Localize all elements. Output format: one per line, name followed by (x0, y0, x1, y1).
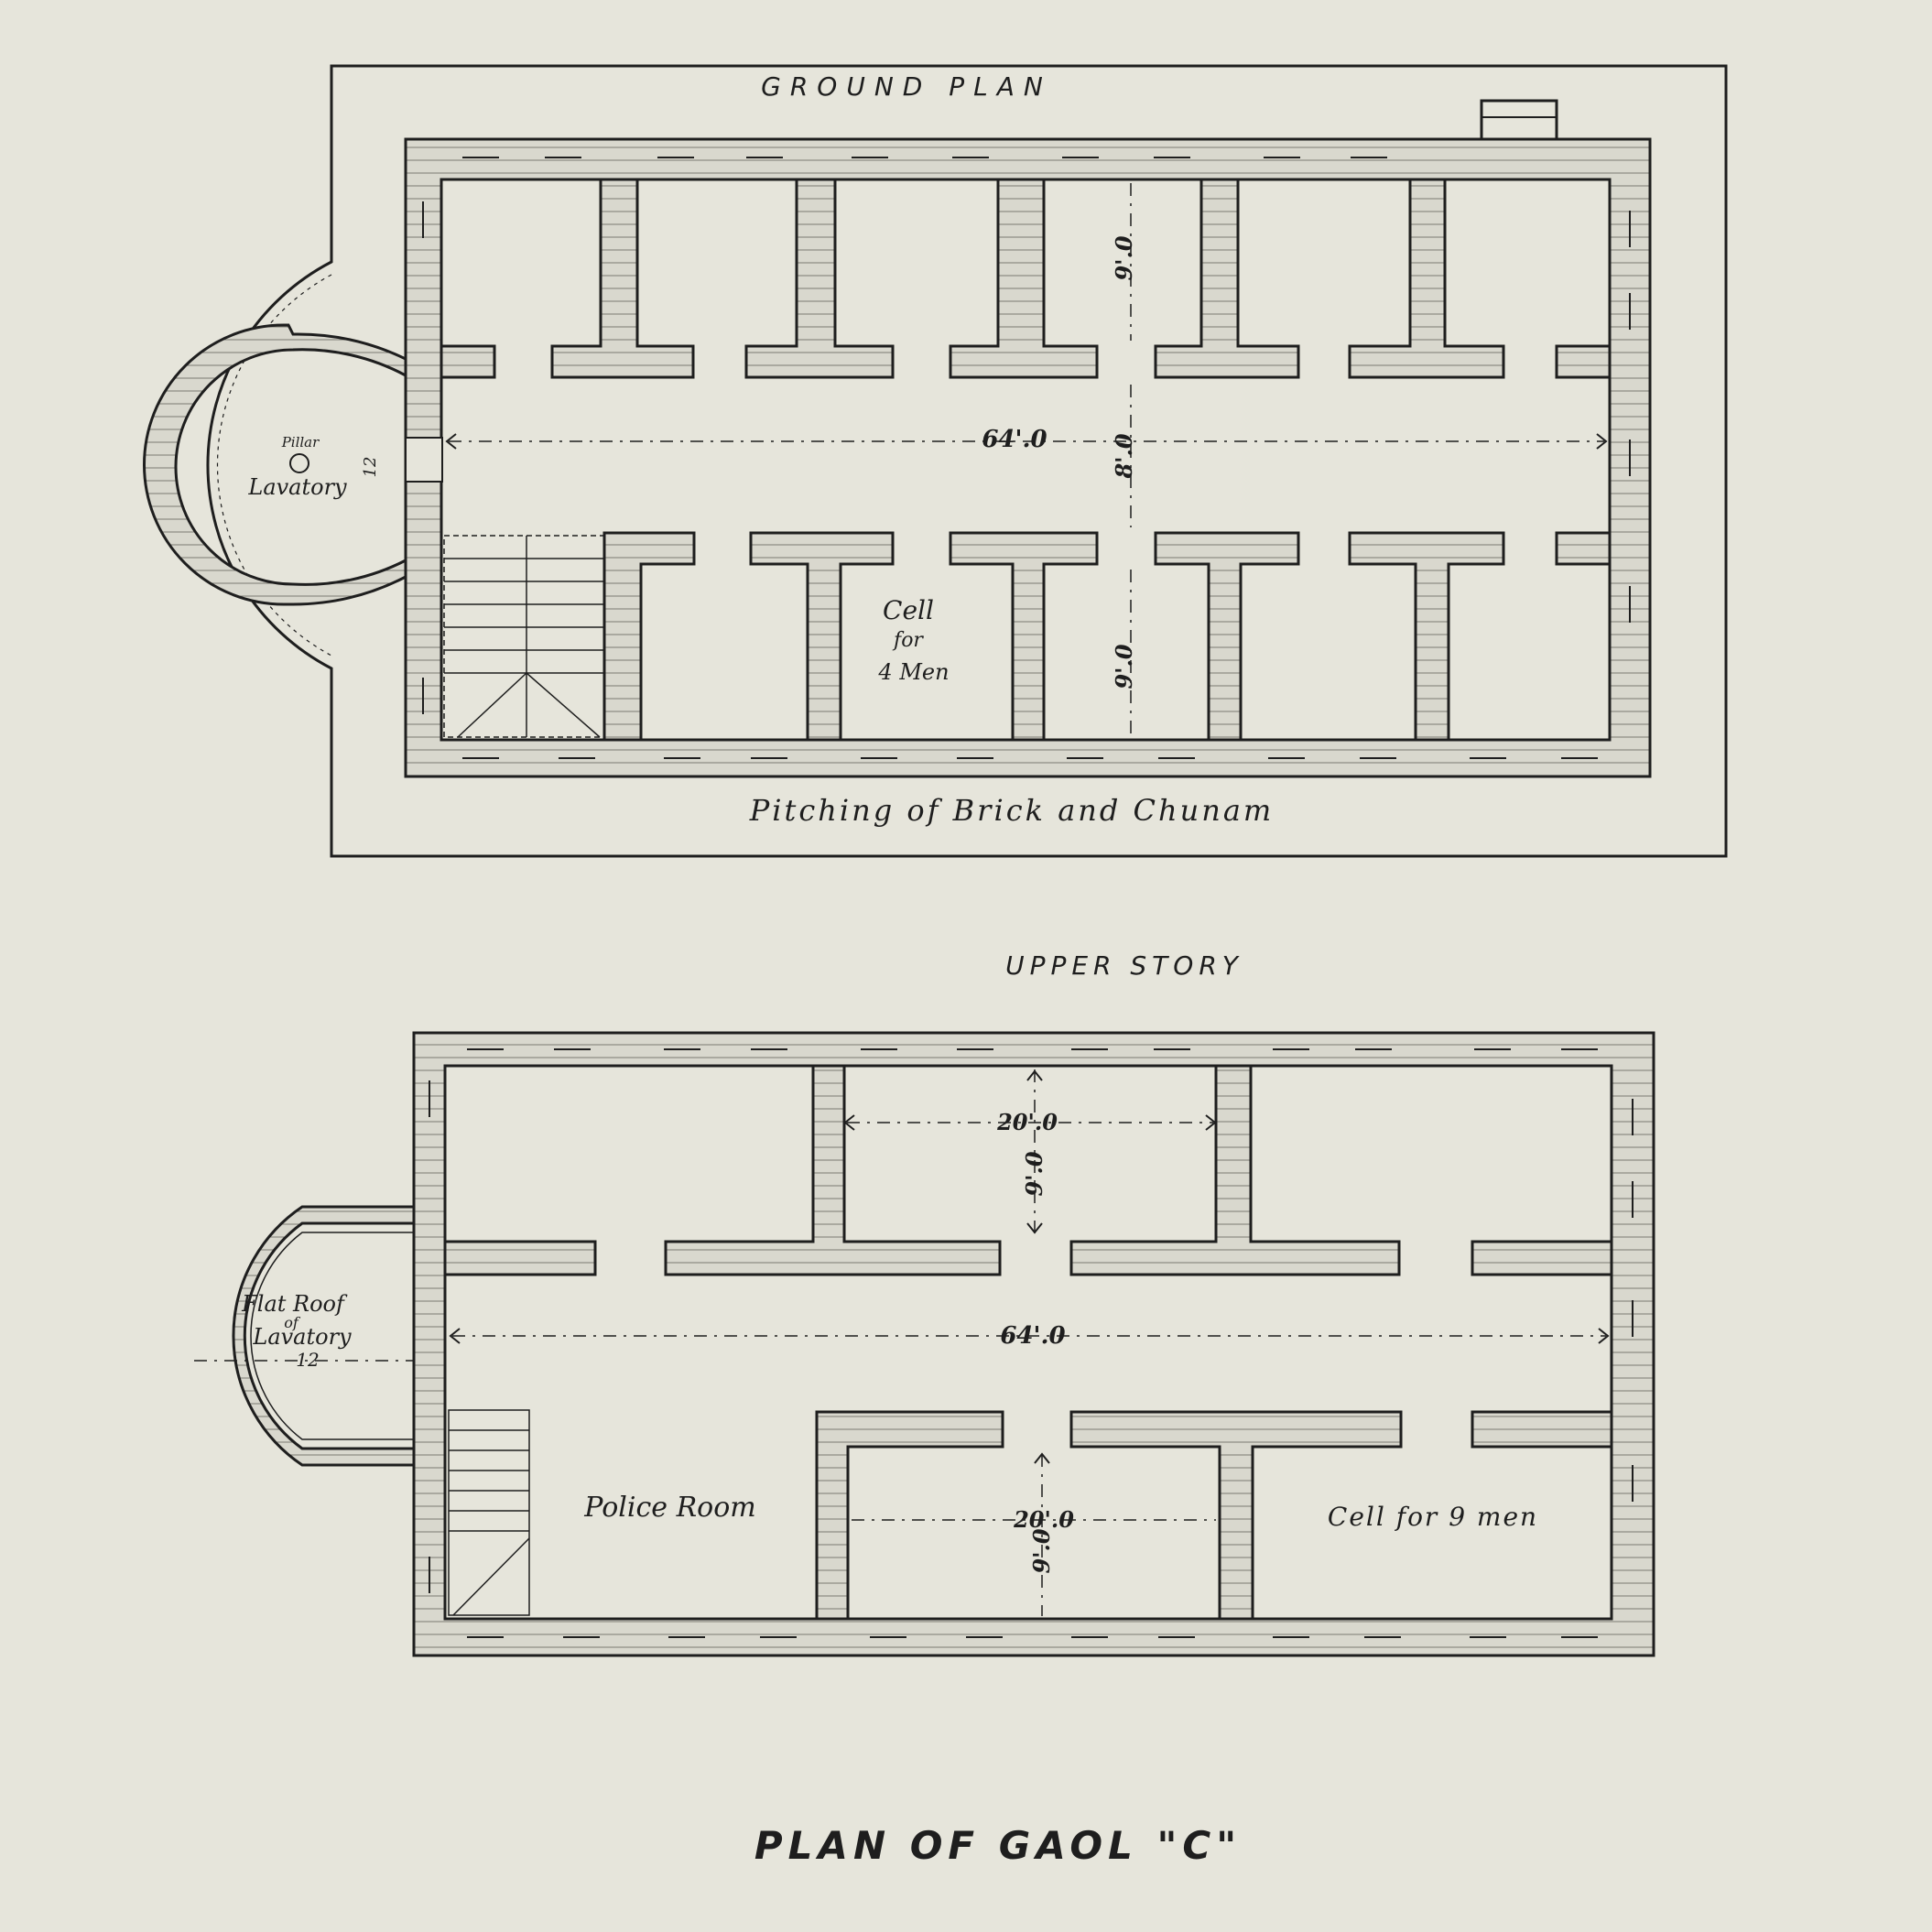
ground-plan-heading: GROUND PLAN (761, 71, 1052, 102)
upper-dim-length: 64'.0 (1000, 1322, 1065, 1350)
upper-dim-room-top-depth: 9'.0 (1021, 1151, 1047, 1196)
upper-window-marks (429, 1048, 1634, 1638)
ground-chimney (1480, 99, 1558, 141)
pitching-note: Pitching of Brick and Chunam (749, 793, 1275, 828)
upper-story-heading: UPPER STORY (1005, 950, 1243, 981)
ground-cell-walls-lower (602, 531, 1612, 742)
upper-dim-room-bottom-width: 20'.0 (1013, 1506, 1074, 1533)
cell-label-line-3: 4 Men (877, 659, 949, 685)
ground-window-marks (422, 157, 1631, 759)
ground-dim-length: 64'.0 (982, 426, 1047, 453)
cell-label-line-1: Cell (883, 595, 934, 625)
upper-dimension-lines (194, 1069, 1606, 1616)
upper-room-walls-top (443, 1064, 1613, 1276)
ground-dim-corridor: 8'.0 (1111, 433, 1137, 479)
upper-room-walls-bottom (815, 1410, 1613, 1621)
roof-label-line-2: of (284, 1314, 301, 1331)
ground-pitching-inner-arc (216, 274, 332, 657)
sheet-title: PLAN OF GAOL "C" (754, 1823, 1242, 1868)
upper-story: UPPER STORY (194, 950, 1655, 1657)
upper-staircase (448, 1409, 530, 1616)
roof-label-line-3: Lavatory (252, 1324, 352, 1350)
lavatory-dim: 12 (361, 457, 380, 478)
roof-label-line-1: Flat Roof (241, 1291, 348, 1317)
police-room-label: Police Room (583, 1492, 755, 1524)
upper-dim-room-top-width: 20'.0 (996, 1109, 1058, 1135)
ground-staircase (443, 535, 605, 738)
cell-label-line-2: for (892, 629, 924, 652)
lavatory-label: Lavatory (247, 474, 347, 500)
ground-dim-cell-bottom: 9'.0 (1111, 644, 1137, 689)
pillar-icon (289, 453, 309, 473)
roof-dim: 12 (296, 1349, 319, 1371)
ground-dim-cell-top: 9'.0 (1111, 235, 1137, 280)
ground-cell-walls-upper (440, 178, 1612, 379)
ground-plan: GROUND PLAN 64'.0 8'.0 9'.0 9'.0 Pillar … (143, 64, 1728, 858)
ground-dimension-lines (449, 183, 1604, 738)
ground-pitching-outline (206, 64, 1728, 858)
ground-lavatory-wall (143, 323, 407, 606)
pillar-label: Pillar (281, 434, 320, 450)
cell-9-men-label: Cell for 9 men (1328, 1502, 1538, 1532)
upper-lavatory-roof (232, 1205, 418, 1467)
upper-dim-room-bottom-depth: 9'.0 (1028, 1528, 1055, 1573)
